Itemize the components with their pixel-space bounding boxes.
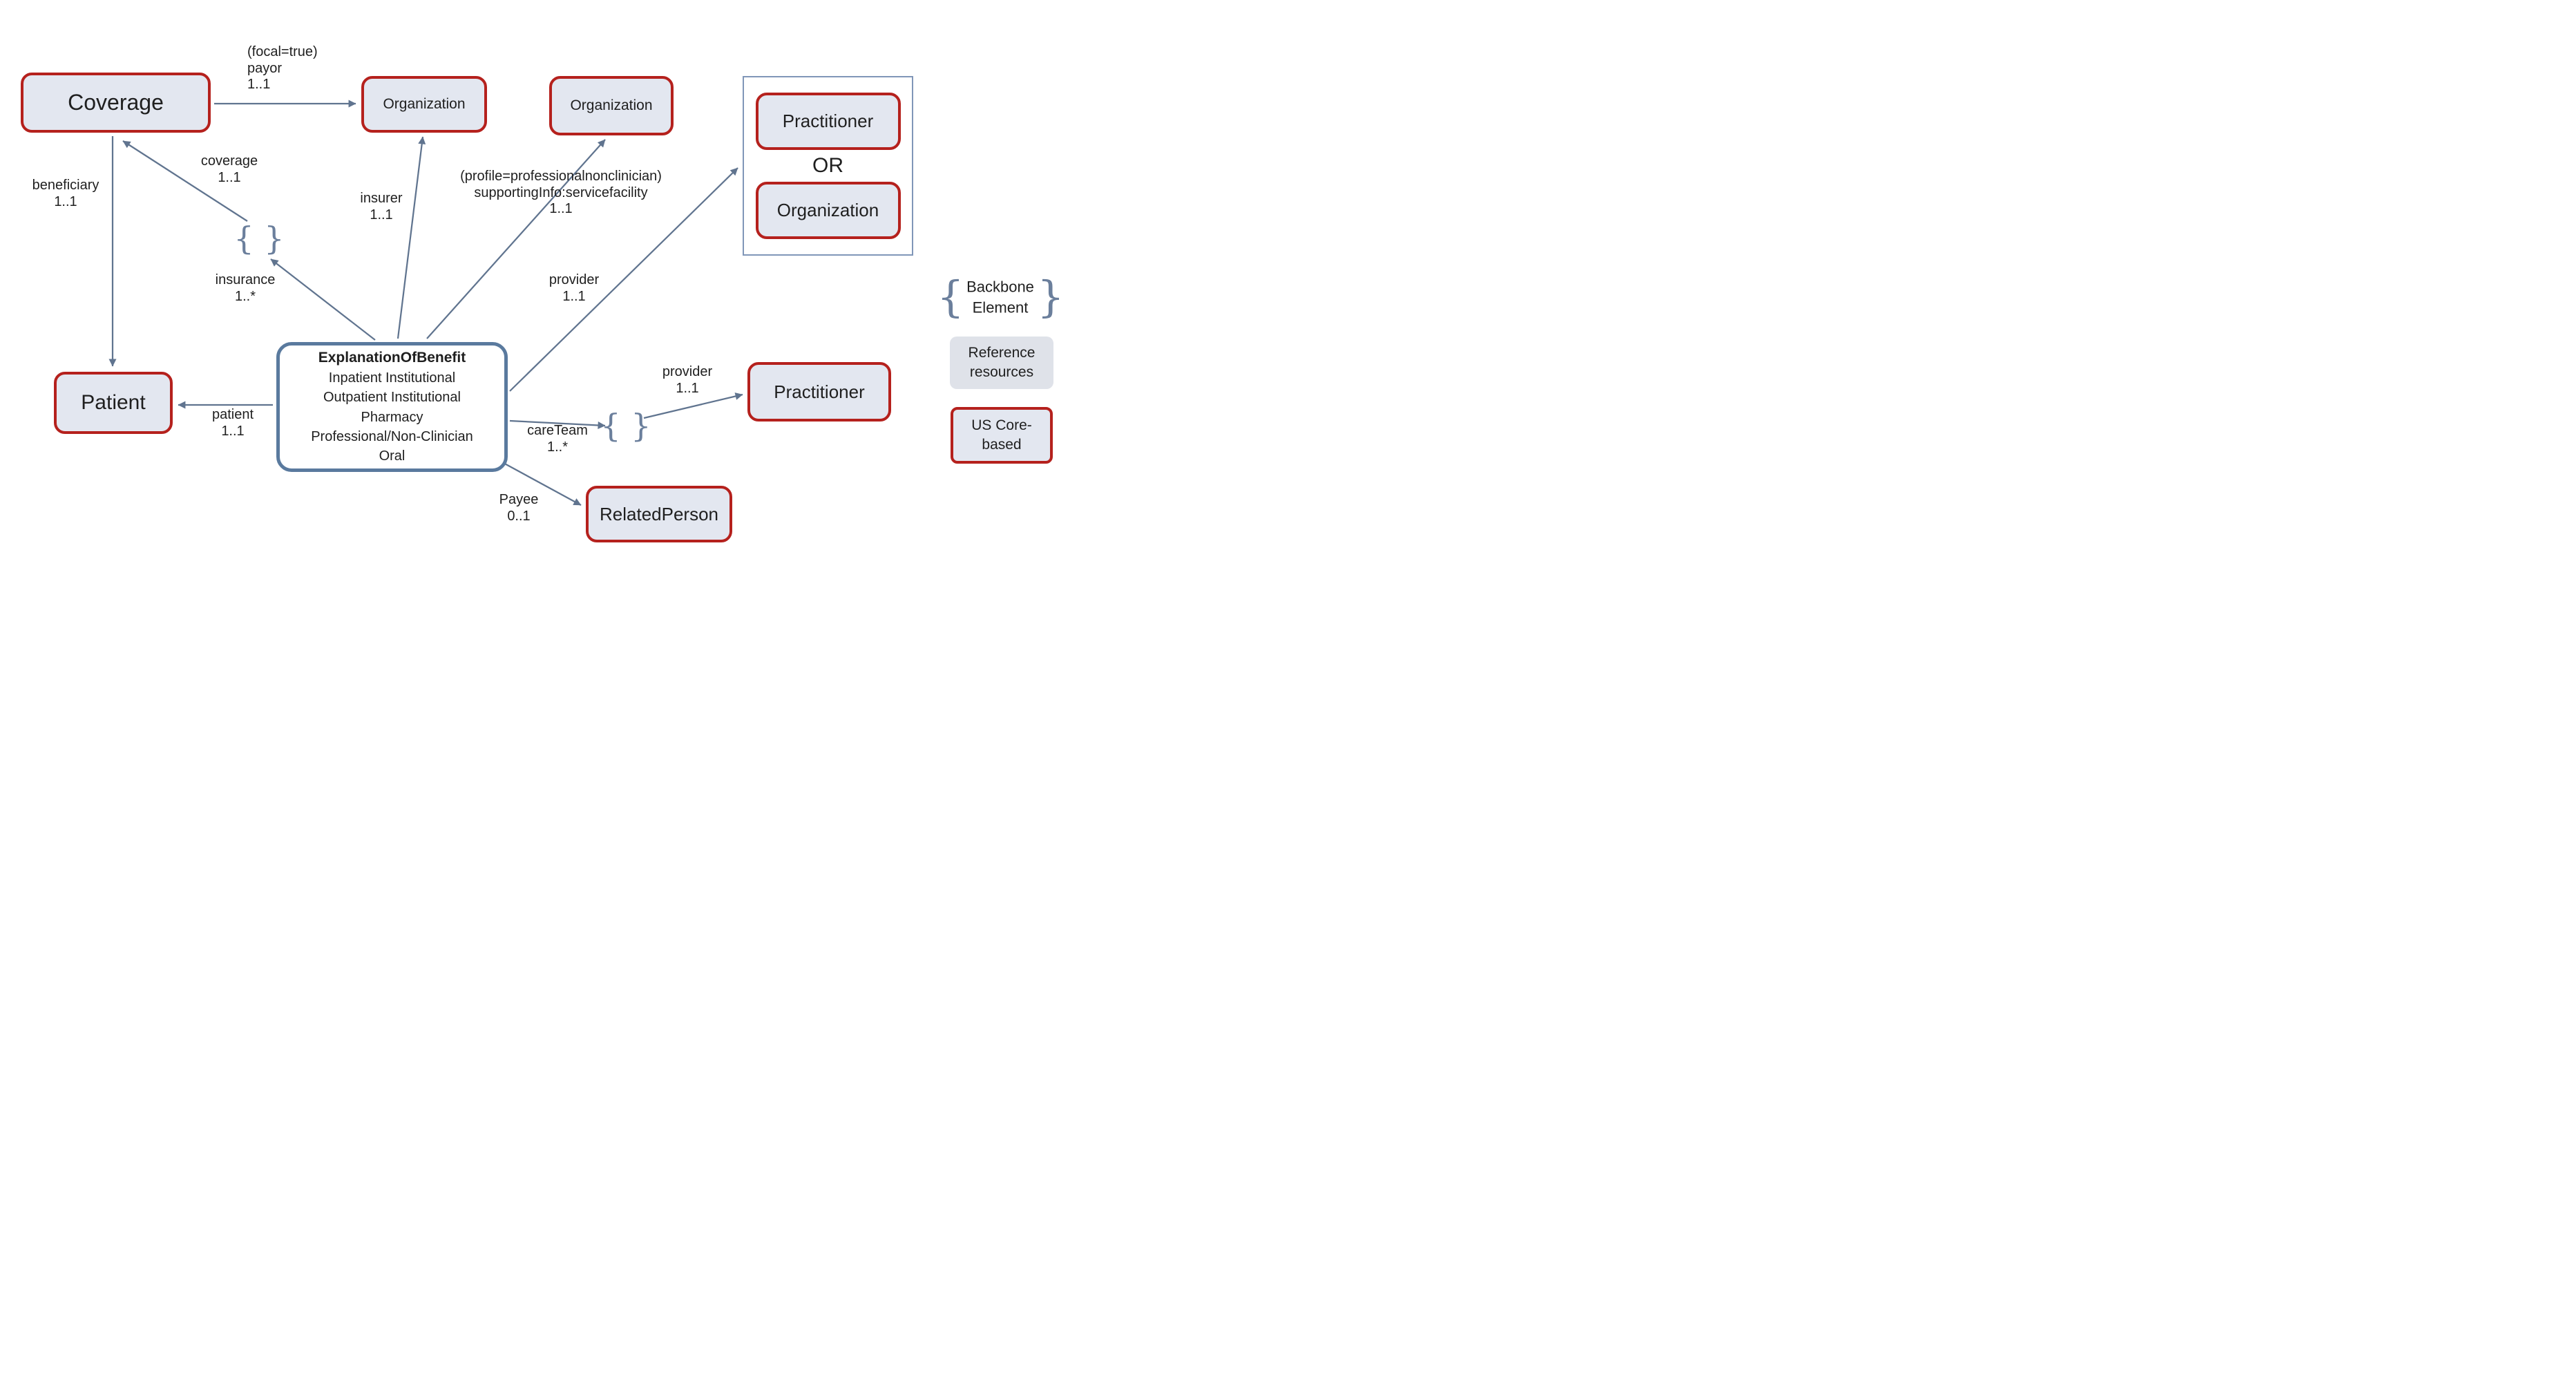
node-practitioner-careteam: Practitioner [747,362,891,422]
edge-label-supportinginfo: (profile=professionalnonclinician) suppo… [460,169,662,217]
node-organization-provider: Organization [755,182,901,239]
edge-label-provider-top: provider 1..1 [548,272,600,304]
insurance-backbone-brace-icon: { } [233,220,285,257]
node-patient: Patient [54,372,173,434]
legend-backbone-element-label: Backbone Element [966,278,1034,316]
edge-label-insurer: insurer 1..1 [360,191,403,222]
or-label: OR [812,154,843,177]
fhir-eob-diagram: Coverage Organization Organization Pract… [0,0,1078,575]
eob-profile-inpatient: Inpatient Institutional [328,370,456,386]
node-explanation-of-benefit: ExplanationOfBenefit Inpatient Instituti… [276,342,508,472]
provider-choice-container: Practitioner OR Organization [743,76,913,256]
edge-label-payee: Payee 0..1 [499,492,539,524]
eob-title: ExplanationOfBenefit [318,350,466,366]
edge-label-provider-careteam: provider 1..1 [662,364,713,396]
node-organization-payor: Organization [361,76,487,133]
eob-profile-oral: Oral [379,448,406,464]
edge-eob-to-insurance-brace-line [270,258,376,341]
legend-brace-open-icon: { [937,272,964,322]
node-organization-servicefacility: Organization [549,76,674,135]
edge-label-payor: (focal=true) payor 1..1 [247,44,318,93]
eob-profile-pharmacy: Pharmacy [361,409,423,425]
node-practitioner-provider: Practitioner [755,93,901,150]
careteam-backbone-brace-icon: { } [600,407,651,444]
eob-profile-professional: Professional/Non-Clinician [311,428,473,444]
edge-label-careteam: careTeam 1..* [527,423,588,455]
edge-label-beneficiary: beneficiary 1..1 [32,178,99,209]
legend-us-core-based: US Core- based [951,407,1053,464]
legend-brace-close-icon: } [1037,272,1065,322]
node-coverage: Coverage [21,73,211,133]
legend-reference-resources: Reference resources [950,337,1053,389]
edge-label-patient: patient 1..1 [211,407,254,439]
edge-careteam-brace-to-practitioner-line [643,392,743,419]
eob-profile-outpatient: Outpatient Institutional [323,390,461,406]
edge-insurer-line [397,136,426,339]
node-related-person: RelatedPerson [586,486,732,542]
edge-label-insurance: insurance 1..* [215,272,276,304]
edge-label-coverage: coverage 1..1 [200,153,258,185]
